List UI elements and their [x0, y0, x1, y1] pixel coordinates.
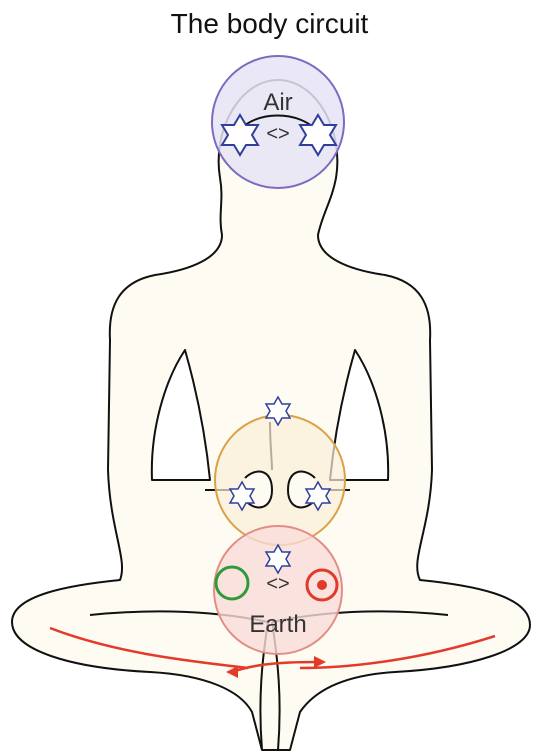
head-exchange-label: <> [266, 123, 289, 145]
red-target-center [317, 580, 327, 590]
air-circle [212, 56, 344, 188]
earth-label: Earth [249, 611, 306, 638]
base-exchange-label: <> [266, 573, 289, 595]
earth-center: <> Earth [214, 526, 342, 654]
air-center: Air <> [212, 56, 344, 188]
air-label: Air [263, 89, 292, 116]
